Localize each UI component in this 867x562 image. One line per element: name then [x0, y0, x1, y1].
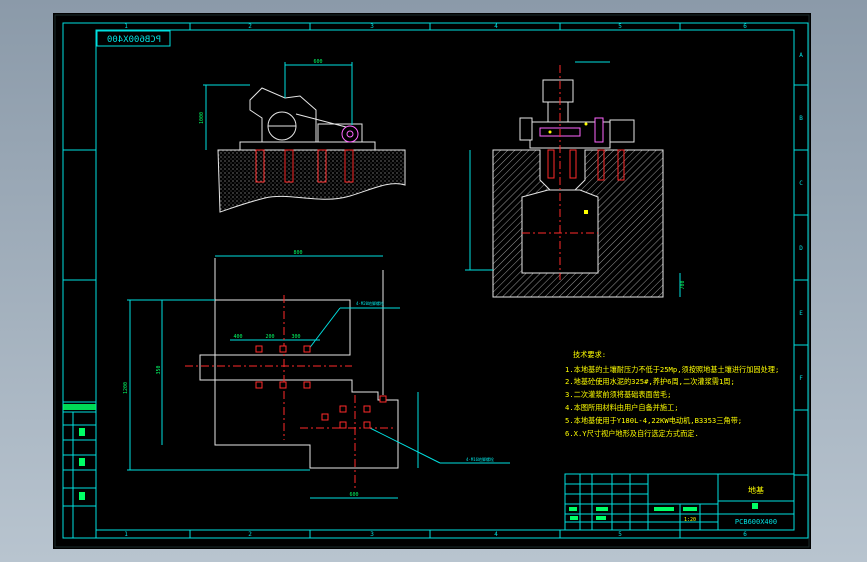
machine-base	[239, 141, 376, 151]
side-center-lines	[522, 65, 598, 280]
zone-ticks	[63, 23, 808, 538]
drawing-code-title: PCB600X400	[735, 518, 777, 526]
drawing-code-box	[96, 30, 171, 47]
note-5: 5.本地基使用于Y180L-4,22KW电动机,B3353三角带;	[565, 416, 742, 425]
plan-view	[127, 255, 510, 499]
front-width-dim: 600	[313, 59, 322, 65]
note-2: 2.地基砼使用水泥的325#,养护6周,二次灌浆需1周;	[565, 377, 735, 386]
notes-heading: 技术要求:	[573, 350, 606, 359]
col-bottom-1: 1	[124, 531, 128, 538]
left-strip-table	[62, 401, 97, 539]
row-letter-f: F	[799, 375, 803, 382]
col-top-2: 2	[248, 23, 252, 30]
note-1: 1.本地基的土壤耐压力不低于25Mp,须按照地基土壤进行加固处理;	[565, 365, 779, 374]
feed-hopper	[542, 79, 574, 103]
leader-bottom-label: 4-M16地脚螺栓	[466, 456, 494, 462]
plan-center-lines	[185, 295, 395, 490]
col-bottom-2: 2	[248, 531, 252, 538]
motor-pulley	[341, 125, 359, 143]
col-top-5: 5	[618, 23, 622, 30]
col-top-1: 1	[124, 23, 128, 30]
front-elevation-view	[203, 62, 406, 213]
bolt-spacing-b: 300	[291, 334, 300, 340]
col-top-4: 4	[494, 23, 498, 30]
scale-value: 1:20	[684, 517, 696, 523]
col-bottom-5: 5	[618, 531, 622, 538]
plan-bottom-dim: 600	[349, 492, 358, 498]
plan-bolt-holes	[255, 345, 387, 429]
bolt-spacing-a: 200	[265, 334, 274, 340]
col-bottom-4: 4	[494, 531, 498, 538]
row-letter-a: A	[799, 52, 803, 59]
column-numbers: 1 2 3 4 5 6 1 2 3 4 5 6	[124, 23, 747, 538]
col-top-6: 6	[743, 23, 747, 30]
col-bottom-6: 6	[743, 531, 747, 538]
note-3: 3.二次灌浆前须将基础表面凿毛;	[565, 390, 671, 399]
plan-height-dim: 1200	[123, 382, 129, 394]
drawing-code-top: PCB600X400	[107, 35, 161, 45]
title-block	[564, 473, 795, 531]
title-label: 地基	[748, 485, 764, 495]
title-block-marks	[569, 503, 758, 520]
drawing-sheet	[53, 13, 811, 549]
front-height-dim: 1000	[199, 112, 205, 124]
row-letter-d: D	[799, 245, 803, 252]
plan-inner-dim: 350	[156, 365, 162, 374]
left-strip-marks	[63, 404, 96, 500]
side-bolt-marks	[548, 122, 588, 214]
leader-top-label: 4-M20地脚螺栓	[356, 300, 384, 306]
row-letters: A B C D E F	[799, 52, 803, 382]
row-letter-e: E	[799, 310, 803, 317]
col-bottom-3: 3	[370, 531, 374, 538]
row-letter-b: B	[799, 115, 803, 122]
sheet-border	[54, 14, 810, 548]
row-letter-c: C	[799, 180, 803, 187]
note-6: 6.X.Y尺寸视户地形及自行选定方式而定.	[565, 429, 699, 438]
side-width-dim: 700	[680, 280, 686, 289]
technical-notes: 技术要求: 1.本地基的土壤耐压力不低于25Mp,须按照地基土壤进行加固处理; …	[565, 350, 779, 438]
col-top-3: 3	[370, 23, 374, 30]
plan-width-dim: 800	[293, 250, 302, 256]
plan-offset-dim: 400	[233, 334, 242, 340]
note-4: 4.本图所用材料由用户自备并施工;	[565, 403, 679, 412]
ground-block	[217, 149, 406, 213]
